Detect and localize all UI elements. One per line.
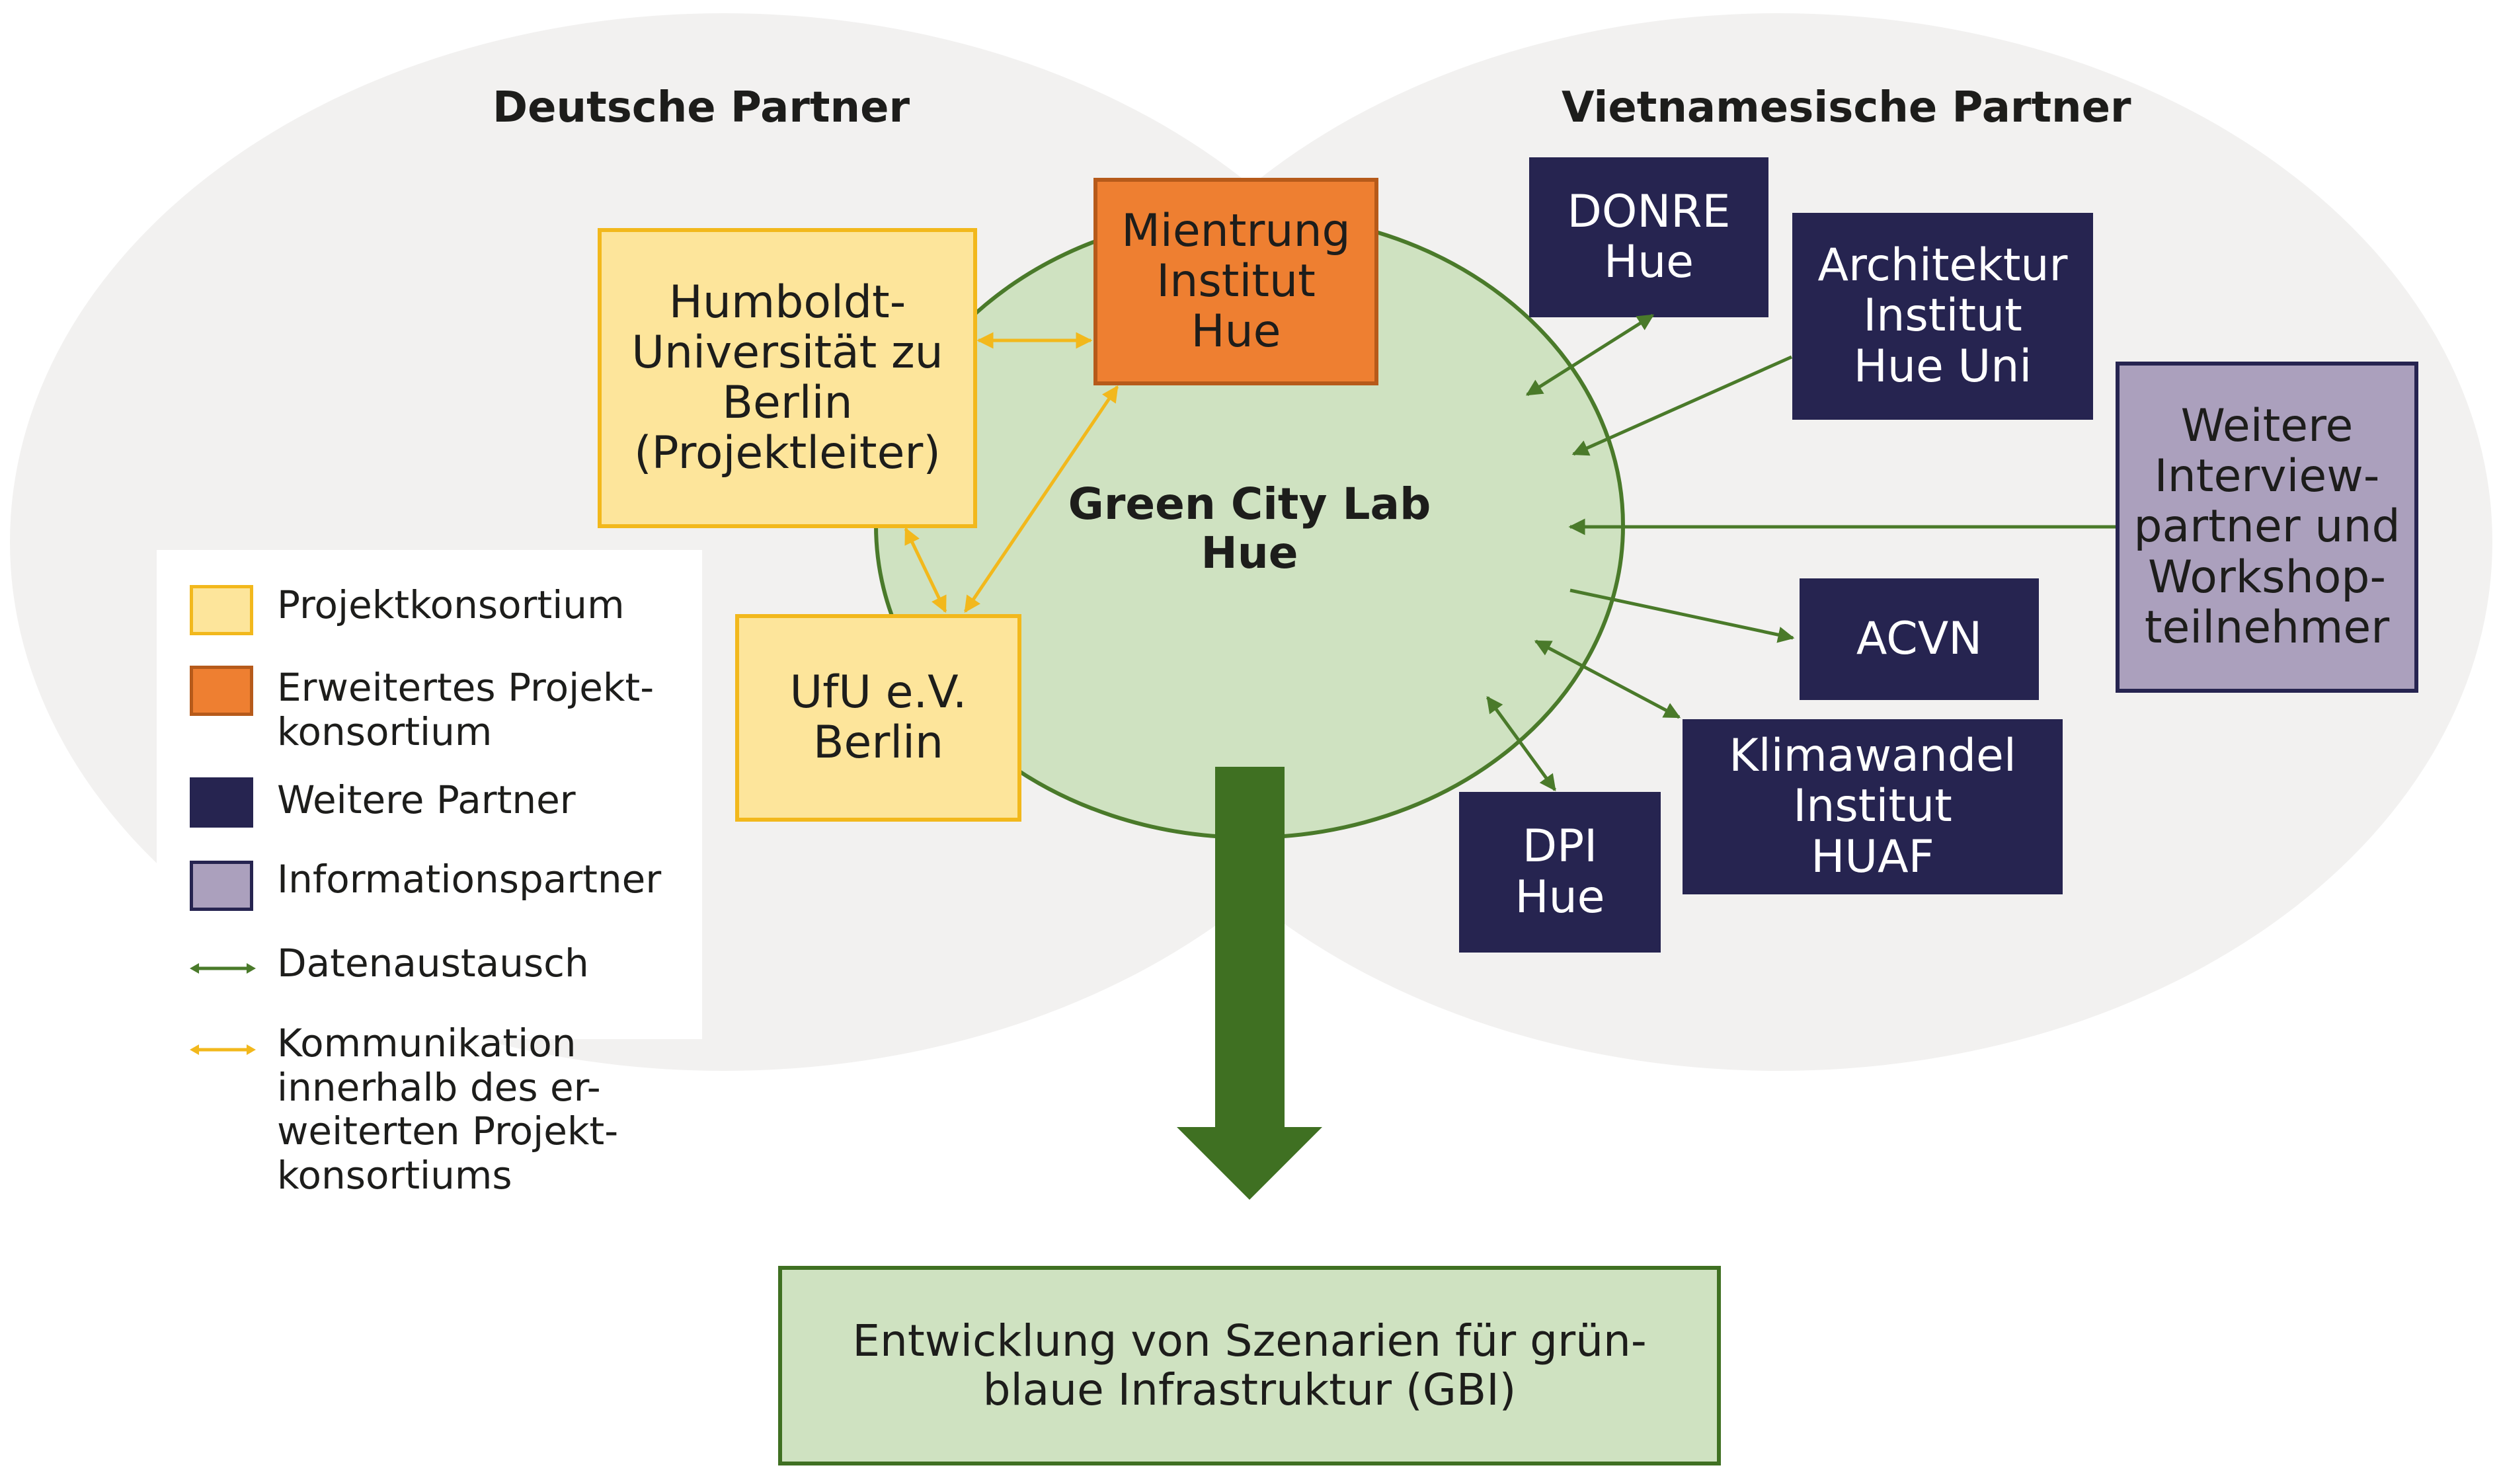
- comm-arrow-humboldt-ufu: [904, 527, 947, 613]
- outcome-line-2: blaue Infrastruktur (GBI): [982, 1364, 1517, 1415]
- outcome-box-shape: [778, 1266, 1721, 1465]
- weitere-line-4: Workshop-: [2147, 551, 2387, 604]
- legend-swatch-weitere-partner: [190, 777, 253, 828]
- vietnamese-partners-heading: Vietnamesische Partner: [1562, 83, 2131, 132]
- outcome-line-1: Entwicklung von Szenarien für grün-: [852, 1315, 1647, 1367]
- weitere-box-shape: [2116, 362, 2418, 693]
- legend-data-arrow-icon: [190, 963, 256, 974]
- legend-swatch-informationspartner: [190, 861, 253, 911]
- dpi-line-2: Hue: [1515, 871, 1605, 923]
- legend-text-projektkonsortium: Projektkonsortium: [277, 583, 625, 627]
- klimawandel-line-2: Institut: [1793, 780, 1952, 833]
- weitere-line-2: Interview-: [2154, 450, 2380, 503]
- legend-projektkonsortium-line-1: Projektkonsortium: [277, 582, 625, 627]
- acvn-line-1: ACVN: [1856, 612, 1983, 665]
- klimawandel-line-3: HUAF: [1811, 830, 1934, 883]
- legend-text-informationspartner: Informationspartner: [277, 857, 661, 902]
- ufu-box: UfU e.V. Berlin: [737, 616, 1019, 820]
- humboldt-line-4: (Projektleiter): [634, 427, 941, 480]
- legend-kommunikation-line-3: weiterten Projekt-: [277, 1109, 619, 1154]
- weitere-line-3: partner und: [2133, 500, 2400, 553]
- green-city-lab-label: Green City Lab Hue: [1025, 469, 1474, 588]
- german-partners-heading: Deutsche Partner: [493, 83, 910, 132]
- donre-box-shape: [1529, 157, 1768, 317]
- data-arrow-architektur: [1571, 355, 1793, 456]
- legend-text-datenaustausch: Datenaustausch: [277, 941, 589, 986]
- legend-erweitertes-line-1: Erweitertes Projekt-: [277, 665, 654, 710]
- acvn-box-shape: [1800, 578, 2039, 700]
- legend-datenaustausch-line-1: Datenaustausch: [277, 941, 589, 986]
- klimawandel-box: Klimawandel Institut HUAF: [1683, 719, 2063, 894]
- humboldt-line-1: Humboldt-: [668, 276, 906, 329]
- architektur-box-shape: [1792, 213, 2093, 420]
- humboldt-box: Humboldt- Universität zu Berlin (Projekt…: [600, 230, 975, 526]
- legend-kommunikation-line-1: Kommunikation: [277, 1021, 576, 1066]
- legend-text-erweitertes: Erweitertes Projekt- konsortium: [277, 666, 654, 754]
- dpi-box: DPI Hue: [1459, 792, 1661, 953]
- legend: Projektkonsortium Erweitertes Projekt- k…: [157, 550, 702, 1197]
- acvn-box: ACVN: [1800, 578, 2039, 700]
- weitere-box: Weitere Interview- partner und Workshop-…: [2118, 364, 2416, 691]
- data-arrow-klimawandel: [1534, 639, 1681, 719]
- center-line-2: Hue: [1201, 527, 1298, 578]
- ufu-box-shape: [735, 614, 1021, 822]
- center-line-1: Green City Lab: [1068, 479, 1431, 530]
- humboldt-line-2: Universität zu: [631, 326, 943, 379]
- mientrung-line-2: Institut: [1156, 254, 1316, 307]
- architektur-line-3: Hue Uni: [1853, 340, 2032, 393]
- legend-communication-arrow-icon: [190, 1044, 256, 1055]
- legend-kommunikation-line-2: innerhalb des er-: [277, 1064, 601, 1110]
- mientrung-line-3: Hue: [1191, 305, 1281, 358]
- mientrung-box: Mientrung Institut Hue: [1095, 180, 1376, 383]
- klimawandel-box-shape: [1683, 719, 2063, 894]
- donre-box: DONRE Hue: [1529, 157, 1768, 317]
- ufu-line-2: Berlin: [813, 717, 944, 769]
- legend-kommunikation-line-4: konsortiums: [277, 1153, 512, 1198]
- mientrung-box-shape: [1093, 178, 1378, 385]
- data-arrow-acvn: [1569, 588, 1795, 643]
- dpi-line-1: DPI: [1522, 820, 1598, 873]
- mientrung-line-1: Mientrung: [1121, 204, 1351, 257]
- legend-swatch-projektkonsortium: [190, 585, 253, 635]
- legend-informationspartner-line-1: Informationspartner: [277, 857, 662, 902]
- humboldt-box-shape: [598, 228, 977, 528]
- legend-erweitertes-line-2: konsortium: [277, 709, 493, 754]
- donre-line-2: Hue: [1603, 236, 1694, 288]
- legend-weitere-partner-line-1: Weitere Partner: [277, 777, 576, 822]
- weitere-line-1: Weitere: [2180, 400, 2354, 453]
- weitere-line-5: teilnehmer: [2144, 601, 2390, 654]
- data-arrow-dpi: [1486, 695, 1557, 792]
- legend-text-kommunikation: Kommunikation innerhalb des er- weiterte…: [277, 1021, 618, 1198]
- outcome-arrow: [1177, 767, 1322, 1200]
- architektur-box: Architektur Institut Hue Uni: [1792, 213, 2093, 420]
- comm-arrow-mientrung-ufu: [963, 385, 1119, 613]
- humboldt-line-3: Berlin: [722, 377, 853, 429]
- dpi-box-shape: [1459, 792, 1661, 953]
- ufu-line-1: UfU e.V.: [789, 666, 967, 719]
- klimawandel-line-1: Klimawandel: [1729, 730, 2016, 783]
- outcome-box: Entwicklung von Szenarien für grün- blau…: [780, 1268, 1719, 1464]
- legend-text-weitere-partner: Weitere Partner: [277, 778, 576, 822]
- architektur-line-1: Architektur: [1817, 239, 2068, 292]
- architektur-line-2: Institut: [1863, 290, 2022, 342]
- legend-swatch-erweitertes: [190, 666, 253, 716]
- data-arrow-donre: [1525, 313, 1655, 397]
- donre-line-1: DONRE: [1567, 185, 1731, 238]
